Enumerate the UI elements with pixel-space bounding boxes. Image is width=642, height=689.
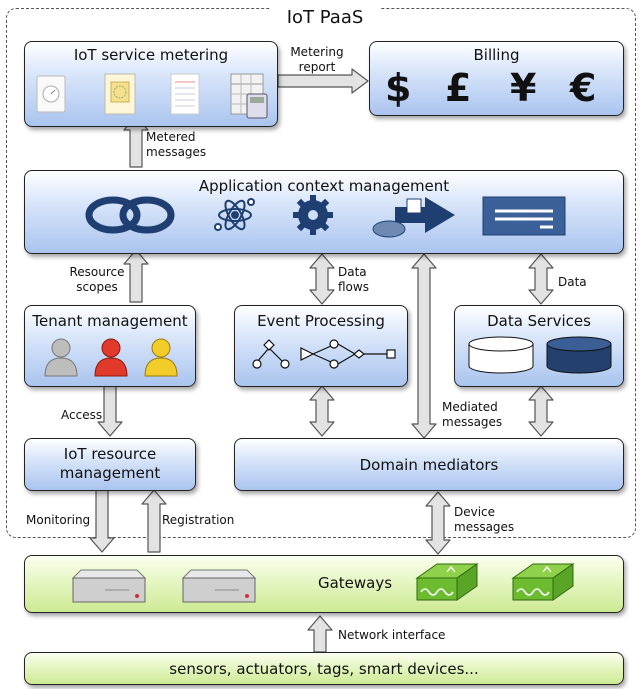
data-label: Data — [558, 275, 587, 289]
database-icons — [468, 336, 612, 374]
application-context-management-box: Application context management — [24, 170, 624, 254]
resource-scopes-label: Resource scopes — [64, 265, 130, 295]
iot-resource-management-box: IoT resource management — [24, 438, 196, 491]
data-flows-line1: Data — [338, 265, 367, 279]
iot-service-metering-box: IoT service metering — [24, 41, 278, 127]
arrow-data — [528, 253, 554, 305]
domain-mediators-title: Domain mediators — [359, 456, 499, 474]
arrow-access — [97, 385, 123, 437]
devices-title: sensors, actuators, tags, smart devices.… — [169, 660, 479, 678]
user-red-icon — [94, 338, 128, 377]
user-grey-icon — [44, 338, 78, 377]
arrow-mediated-messages — [411, 253, 437, 439]
domain-mediators-box: Domain mediators — [234, 438, 624, 491]
device-line2: messages — [454, 520, 515, 534]
billing-box: Billing $ £ ¥ € — [369, 41, 624, 116]
metered-line1: Metered — [146, 130, 196, 144]
event-flow-icon — [252, 339, 396, 369]
device-messages-label: Device messages — [454, 505, 514, 535]
gateways-box: Gateways — [24, 555, 624, 613]
user-yellow-icon — [144, 338, 178, 377]
metering-icons — [36, 73, 268, 119]
network-switch-icon — [511, 563, 575, 601]
server-icon — [71, 569, 147, 603]
panel-card-icon — [482, 196, 566, 236]
access-label: Access — [61, 408, 103, 422]
data-services-title: Data Services — [487, 312, 591, 330]
arrow-device-messages — [425, 491, 451, 555]
database-empty-icon — [468, 336, 534, 374]
data-services-box: Data Services — [454, 305, 624, 387]
network-switch-icon — [415, 563, 479, 601]
tenant-user-icons — [44, 338, 178, 377]
monitoring-label: Monitoring — [26, 513, 91, 527]
resource-scopes-line2: scopes — [76, 280, 118, 294]
pound-icon: £ — [445, 66, 472, 110]
arrow-metering-to-billing — [277, 68, 369, 94]
data-transfer-icon — [372, 197, 455, 238]
mediated-line2: messages — [442, 415, 503, 429]
metered-line2: messages — [146, 145, 207, 159]
linked-rings-icon — [85, 196, 175, 234]
tenant-management-box: Tenant management — [24, 305, 196, 387]
dollar-icon: $ — [385, 66, 412, 110]
metering-report-line2: report — [298, 60, 336, 74]
iot-resource-title-line2: management — [59, 464, 161, 482]
data-flows-label: Data flows — [338, 265, 369, 295]
tenant-management-title: Tenant management — [32, 312, 188, 330]
event-processing-box: Event Processing — [234, 305, 408, 387]
database-filled-icon — [546, 336, 612, 374]
arrow-data-flows — [309, 253, 335, 305]
arrow-resource-scopes — [123, 249, 149, 303]
mediated-line1: Mediated — [442, 400, 498, 414]
arrow-event-mediators — [309, 385, 335, 437]
iot-resource-title-line1: IoT resource — [63, 445, 157, 463]
document-highlight-icon — [104, 73, 136, 115]
arrow-monitoring — [89, 489, 115, 553]
gauge-icon — [36, 75, 66, 113]
gear-icon — [293, 195, 333, 235]
ledger-icon — [170, 73, 200, 115]
device-line1: Device — [454, 505, 496, 519]
devices-box: sensors, actuators, tags, smart devices.… — [24, 652, 624, 685]
gateways-title: Gateways — [317, 574, 393, 592]
application-context-title: Application context management — [198, 177, 450, 195]
metering-report-label: Metering report — [282, 45, 352, 75]
calculator-spreadsheet-icon — [230, 73, 268, 119]
resource-scopes-line1: Resource — [69, 265, 125, 279]
registration-label: Registration — [162, 513, 235, 527]
iot-service-metering-title: IoT service metering — [73, 46, 229, 64]
billing-title: Billing — [473, 46, 520, 64]
app-context-icons — [85, 195, 566, 238]
gateway-device-icons — [71, 563, 575, 603]
yen-icon: ¥ — [510, 66, 537, 110]
atom-icon — [214, 198, 255, 231]
network-interface-label: Network interface — [338, 628, 446, 642]
euro-icon: € — [570, 66, 597, 110]
arrow-network-interface — [307, 615, 333, 653]
arrow-registration — [141, 489, 167, 553]
iot-paas-title: IoT PaaS — [270, 7, 380, 28]
event-processing-title: Event Processing — [257, 312, 385, 330]
metering-report-line1: Metering — [290, 45, 344, 59]
arrow-data-mediators — [528, 385, 554, 437]
metered-messages-label: Metered messages — [146, 130, 206, 160]
server-icon — [181, 569, 257, 603]
data-flows-line2: flows — [338, 280, 369, 294]
mediated-messages-label: Mediated messages — [442, 400, 502, 430]
